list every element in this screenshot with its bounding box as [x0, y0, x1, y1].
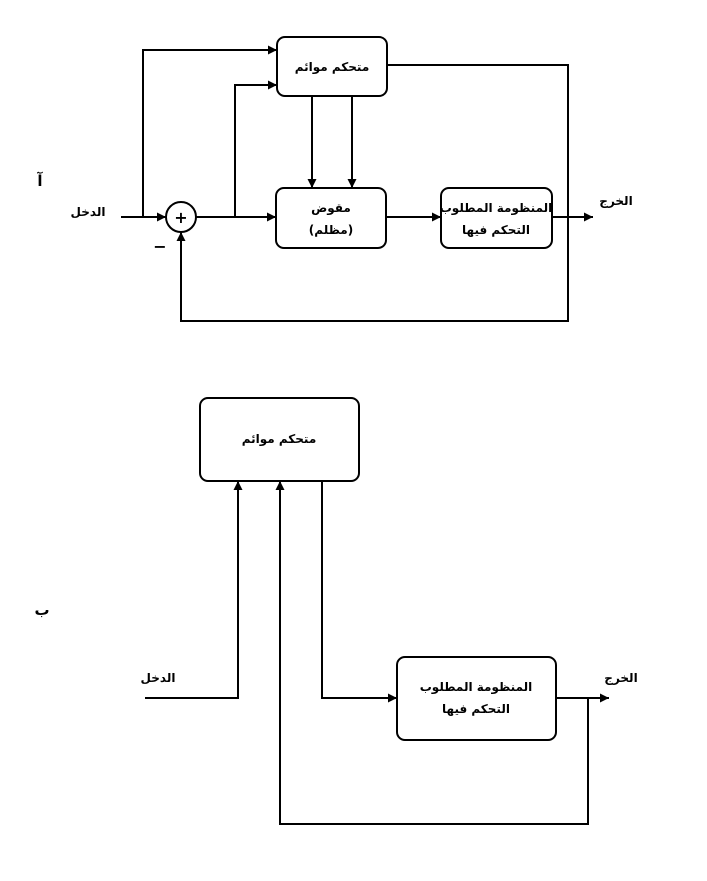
output-label-a: الخرج [599, 194, 632, 208]
plant-label-b-line2: التحكم فيها [442, 702, 510, 716]
plant-label-a-line2: التحكم فيها [462, 223, 530, 237]
input-to-adaptive-controller-a [142, 45, 277, 217]
diagram-a-label: آ [36, 172, 43, 190]
output-label-b: الخرج [604, 671, 637, 685]
input-to-adaptive-controller-b [145, 481, 243, 699]
controller-to-plant-b [321, 481, 397, 703]
input-label-b: الدخل [141, 671, 176, 685]
sum-plus-sign: + [174, 208, 187, 227]
plant-block-a [440, 187, 553, 249]
compensator-block [275, 187, 387, 249]
diagram-b: ب متحكم موائم المنظومة المطلوب التحكم في… [34, 397, 638, 825]
compensator-label-line2: (مظلم) [309, 223, 353, 237]
adaptive-controller-label-a: متحكم موائم [295, 60, 370, 75]
diagram-b-label: ب [34, 601, 49, 619]
plant-block-b [396, 656, 557, 741]
adaptive-controller-label-b: متحكم موائم [242, 432, 317, 447]
compensator-label-line1: مقوض [311, 201, 351, 216]
output-to-adaptive-controller-a [387, 64, 569, 217]
feedback-loop-b [275, 481, 589, 825]
diagram-a: آ متحكم موائم مقوض (مظلم) المنظومة المطل… [36, 36, 633, 322]
feedback-loop-a [176, 217, 569, 322]
adaptive-controller-block-a [276, 36, 388, 97]
plant-label-a-line1: المنظومة المطلوب [440, 201, 553, 216]
error-to-adaptive-controller [234, 80, 277, 217]
plant-label-b-line1: المنظومة المطلوب [420, 680, 533, 695]
sum-minus-sign: − [153, 237, 166, 256]
input-label-a: الدخل [71, 205, 106, 219]
